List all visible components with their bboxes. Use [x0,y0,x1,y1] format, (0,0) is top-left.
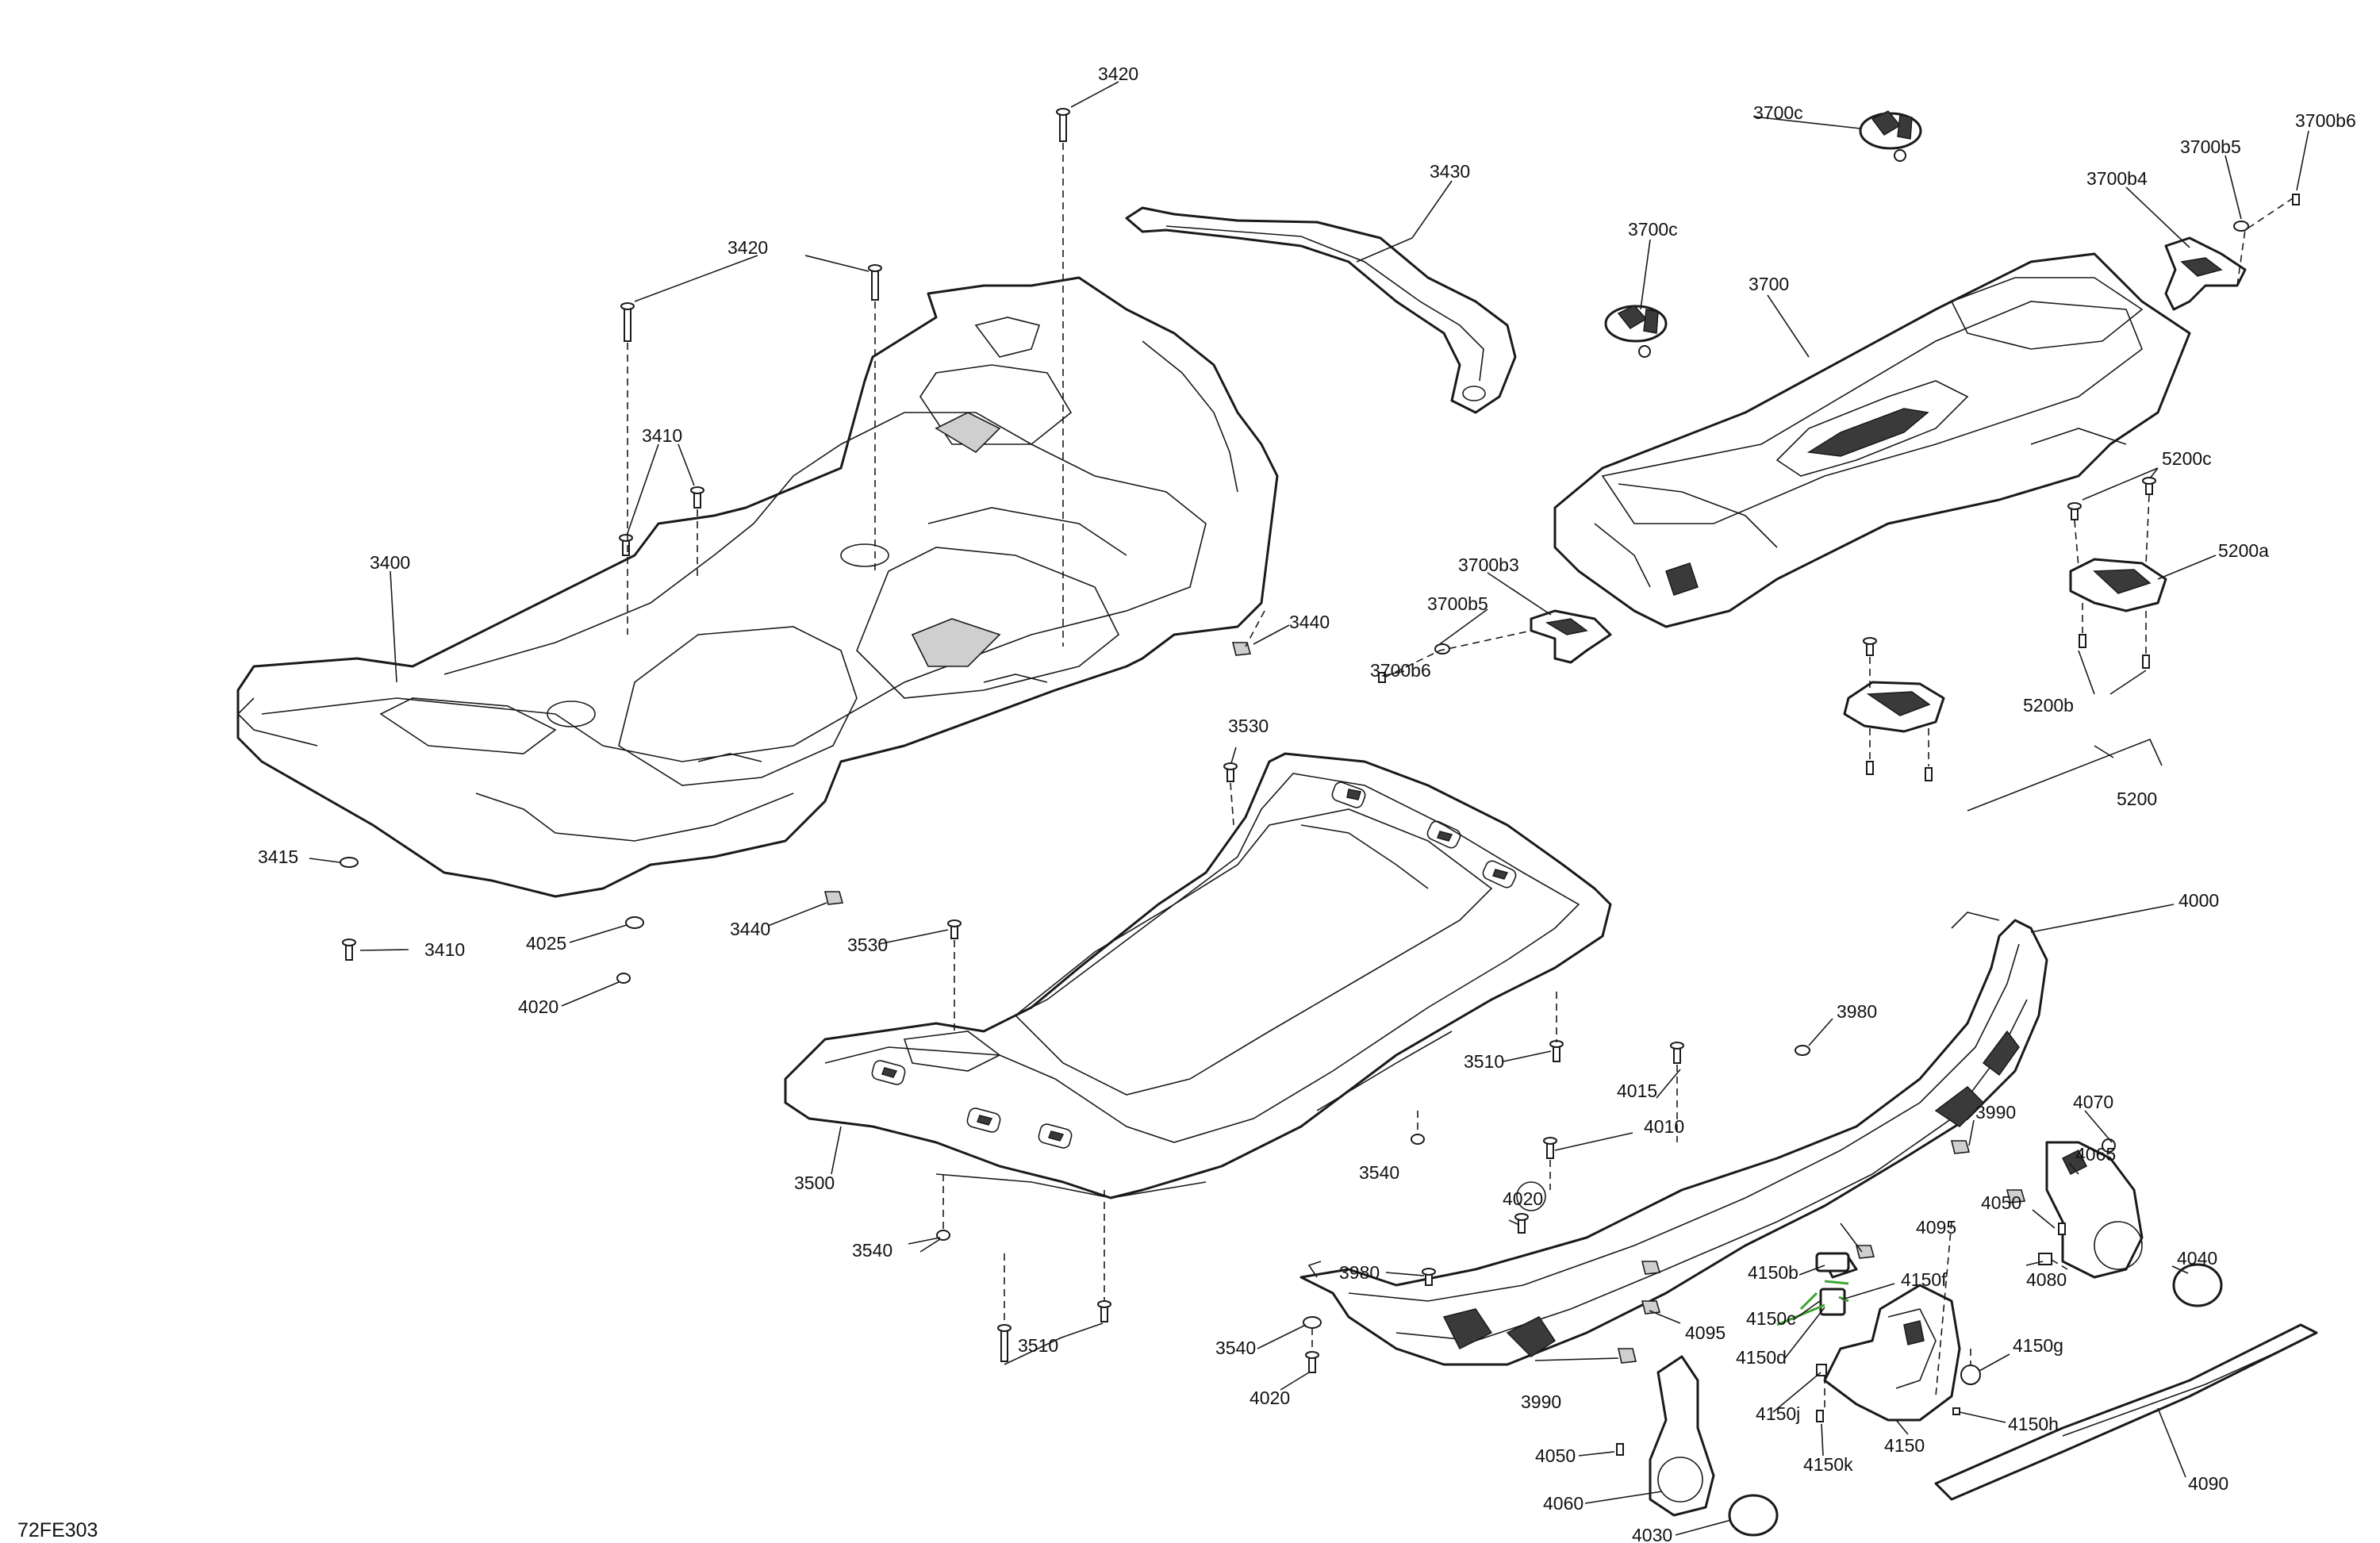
label-3700b5-top: 3700b5 [2180,136,2241,157]
label-4150h: 4150h [2008,1414,2059,1434]
label-3990-right: 3990 [1975,1102,2016,1123]
label-4000: 4000 [2178,890,2219,911]
label-4025: 4025 [526,933,566,954]
label-4020-bottom: 4020 [1250,1388,1290,1408]
label-4030: 4030 [1632,1525,1672,1543]
label-3980-top: 3980 [1837,1001,1877,1022]
label-3540-mid: 3540 [1359,1162,1399,1183]
label-3410-top: 3410 [642,425,682,446]
label-4050: 4050 [1535,1445,1576,1466]
label-4010: 4010 [1644,1116,1684,1137]
label-3700c-top: 3700c [1753,102,1803,123]
label-3540-left: 3540 [852,1240,892,1261]
label-4150d: 4150d [1736,1347,1787,1368]
label-3510-top: 3510 [1464,1051,1504,1072]
label-4150g: 4150g [2013,1335,2063,1356]
part-3700b3-hinge [1530,609,1612,664]
label-4090: 4090 [2188,1473,2228,1494]
label-4020-left: 4020 [518,996,559,1017]
label-4080: 4080 [2026,1269,2067,1290]
label-3980: 3980 [1339,1262,1380,1283]
fasteners [340,108,2300,1456]
part-4065-reflector-housing [2045,1141,2144,1279]
leader-lines [309,81,2309,1536]
part-5200b-latch-bottom [1843,681,1945,733]
label-3440-bottom: 3440 [730,919,770,939]
label-5200b: 5200b [2023,695,2074,716]
part-4000-rear-bumper [1299,912,2048,1366]
label-3700b6-top: 3700b6 [2295,110,2356,131]
label-3510: 3510 [1018,1335,1058,1356]
label-4070: 4070 [2073,1092,2113,1112]
label-5200: 5200 [2117,789,2157,809]
label-4015: 4015 [1617,1080,1657,1101]
label-3700: 3700 [1749,274,1789,294]
label-3990: 3990 [1521,1391,1561,1412]
part-5200a-latch-top [2069,558,2167,612]
part-4150b-clip [1815,1252,1850,1272]
label-3700b6: 3700b6 [1370,660,1431,681]
part-3700-storage-lid [1553,252,2191,628]
part-3700c-turn-lock-a [1859,110,1922,162]
part-4040-reflector-cap [2172,1263,2223,1307]
label-4050-right: 4050 [1981,1192,2021,1213]
label-3700b4: 3700b4 [2086,168,2148,189]
callout-labels: 3420 3420 3430 3410 3400 3440 3415 3410 … [258,63,2356,1543]
label-4150c: 4150c [1746,1308,1796,1329]
drawing-reference: 72FE303 [17,1519,98,1541]
part-3700b4-hinge [2164,236,2247,311]
label-3420: 3420 [727,237,768,258]
label-3440-right: 3440 [1289,612,1330,632]
label-4150: 4150 [1884,1435,1925,1456]
label-3500: 3500 [794,1173,835,1193]
label-4095-right: 4095 [1916,1217,1956,1238]
part-3430-bracket-bar [1125,206,1517,414]
label-5200a: 5200a [2218,540,2269,561]
label-3530: 3530 [847,935,888,955]
part-3400-body-panel [236,276,1279,898]
part-3500-rack-frame [784,752,1612,1199]
label-4150f: 4150f [1901,1269,1947,1290]
part-3700c-turn-lock-b [1604,305,1668,358]
label-3700c: 3700c [1628,219,1678,240]
label-4060: 4060 [1543,1493,1583,1514]
label-3420-top: 3420 [1098,63,1138,84]
part-4060-reflector-housing [1649,1355,1715,1517]
alignment-lines [627,143,2294,1408]
part-4030-reflector-cap [1728,1494,1779,1537]
label-3430: 3430 [1430,161,1470,182]
label-3400: 3400 [370,552,410,573]
label-4150b: 4150b [1748,1262,1798,1283]
label-4095: 4095 [1685,1322,1726,1343]
label-3415: 3415 [258,846,298,867]
label-3700b3: 3700b3 [1458,555,1519,575]
label-5200c: 5200c [2162,448,2212,469]
label-4020-mid: 4020 [1503,1188,1543,1209]
label-4040: 4040 [2177,1248,2217,1269]
label-3530-top: 3530 [1228,716,1269,736]
part-4090-trim-strip [1934,1323,2318,1501]
label-3540-bottom: 3540 [1215,1338,1256,1358]
label-4065: 4065 [2075,1144,2116,1165]
label-3410-bottom: 3410 [424,939,465,960]
label-3700b5: 3700b5 [1427,593,1488,614]
label-4150j: 4150j [1756,1403,1800,1424]
label-4150k: 4150k [1803,1454,1853,1475]
part-4150c-switch [1776,1280,1849,1326]
